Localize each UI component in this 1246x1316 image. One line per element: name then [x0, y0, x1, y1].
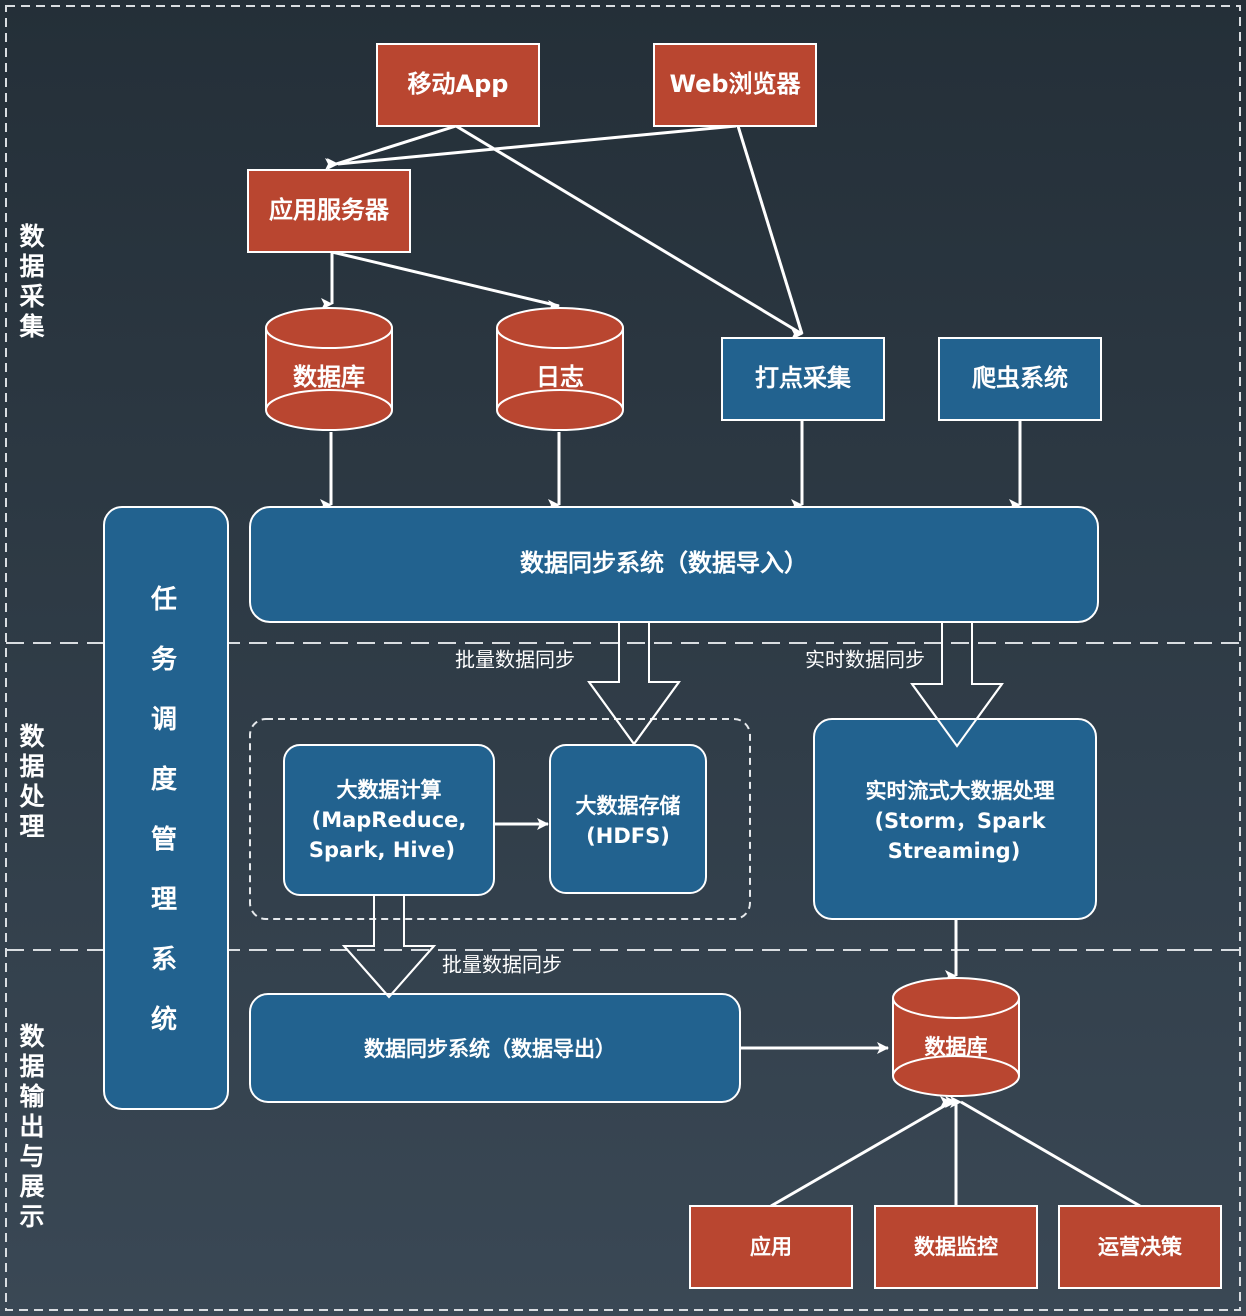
edge-label-batch-sync-1: 批量数据同步	[455, 648, 575, 672]
arrow-server-to-log	[331, 250, 560, 312]
node-database-source-label: 数据库	[293, 363, 365, 391]
node-bigdata-storage	[549, 744, 707, 894]
node-app-server	[247, 169, 411, 253]
node-database-output	[892, 977, 1020, 1097]
node-web-browser-label: Web浏览器	[669, 70, 801, 98]
node-application	[689, 1205, 853, 1289]
arrow-app-to-tracking	[455, 124, 803, 340]
node-tracking	[721, 337, 885, 421]
node-crawler	[938, 337, 1102, 421]
node-realtime-line2: (Storm，Spark	[874, 809, 1046, 833]
batch-processing-group	[249, 718, 751, 920]
edge-label-batch-sync-2: 批量数据同步	[442, 953, 562, 977]
section-label-processing: 数据处理	[18, 722, 45, 841]
node-mobile-app-label: 移动App	[408, 70, 509, 98]
node-bigdata-compute-line1: 大数据计算	[337, 778, 442, 802]
node-web-browser	[653, 43, 817, 127]
arrow-realtime-sync-head	[911, 683, 1003, 748]
edge-label-realtime-sync: 实时数据同步	[805, 648, 925, 672]
arrow-batch-sync-import	[587, 621, 681, 746]
node-realtime-line1: 实时流式大数据处理	[866, 779, 1055, 803]
section-label-collection: 数据采集	[18, 222, 45, 341]
node-sync-import	[249, 506, 1099, 623]
node-bigdata-compute-line2: (MapReduce,	[312, 808, 467, 832]
node-realtime-line3: Streaming)	[888, 839, 1021, 863]
node-operations	[1058, 1205, 1222, 1289]
node-bigdata-storage-line1: 大数据存储	[576, 794, 681, 818]
node-app-server-label: 应用服务器	[269, 196, 390, 224]
node-tracking-label: 打点采集	[755, 364, 852, 392]
arrow-batch-sync-export	[341, 894, 437, 999]
section-label-output: 数据输出与展示	[19, 1022, 45, 1231]
arrow-web-to-tracking	[736, 125, 804, 340]
arrow-app-to-server	[325, 124, 457, 170]
node-sync-import-label: 数据同步系统（数据导入）	[520, 549, 808, 577]
outer-frame	[5, 5, 1241, 1311]
node-log-label: 日志	[536, 363, 584, 391]
node-scheduler-label: 任务调度管理系统	[150, 585, 177, 1035]
node-log	[496, 307, 624, 431]
node-scheduler	[103, 506, 229, 1110]
node-bigdata-storage-line2: (HDFS)	[586, 824, 670, 848]
arrow-batch-sync-export-head	[343, 945, 435, 999]
node-sync-export-label: 数据同步系统（数据导出）	[364, 1037, 616, 1061]
arrow-web-to-server	[327, 124, 737, 170]
node-application-label: 应用	[750, 1235, 792, 1259]
node-crawler-label: 爬虫系统	[972, 364, 1068, 392]
node-monitoring-label: 数据监控	[914, 1235, 998, 1259]
node-monitoring	[874, 1205, 1038, 1289]
arrow-batch-sync-import-head	[588, 681, 680, 746]
node-bigdata-compute-line3: Spark, Hive)	[309, 838, 455, 862]
node-mobile-app	[376, 43, 540, 127]
node-database-output-label: 数据库	[925, 1035, 988, 1059]
node-operations-label: 运营决策	[1098, 1235, 1183, 1259]
arrow-operations-to-database	[950, 1096, 1141, 1208]
arrow-application-to-database	[770, 1096, 952, 1208]
node-database-source	[265, 307, 393, 431]
